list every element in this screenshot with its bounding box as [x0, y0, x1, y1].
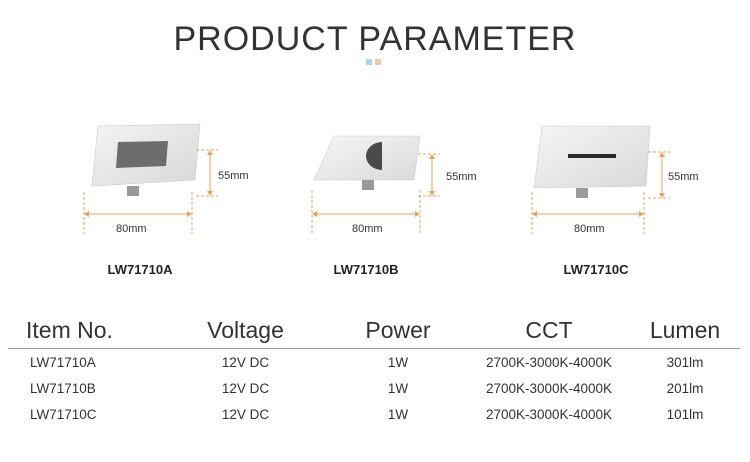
mount-bracket — [362, 180, 374, 190]
half-circle-cutout — [366, 142, 382, 170]
cell-voltage: 12V DC — [221, 354, 270, 370]
table-row: LW71710C 12V DC 1W 2700K-3000K-4000K 101… — [8, 401, 740, 427]
table-row: LW71710A 12V DC 1W 2700K-3000K-4000K 301… — [8, 349, 740, 375]
cell-power: 1W — [387, 406, 409, 422]
height-dimension-label: 55mm — [218, 170, 249, 182]
mount-bracket — [576, 188, 588, 198]
product-image-b: 55mm 80mm — [300, 110, 520, 280]
cell-power: 1W — [387, 354, 409, 370]
cell-voltage: 12V DC — [221, 406, 270, 422]
header-cct: CCT — [525, 317, 573, 343]
parameter-table: Item No. Voltage Power CCT Lumen LW71710… — [8, 306, 740, 427]
cell-item-no: LW71710A — [30, 354, 96, 370]
height-dimension-label: 55mm — [446, 171, 477, 183]
slot-cutout — [568, 154, 616, 158]
cell-cct: 2700K-3000K-4000K — [485, 380, 613, 396]
cell-cct: 2700K-3000K-4000K — [485, 354, 613, 370]
width-dimension-label: 80mm — [116, 223, 147, 235]
accent-dot-orange — [375, 59, 381, 65]
product-model-label: LW71710B — [333, 262, 399, 277]
table-row: LW71710B 12V DC 1W 2700K-3000K-4000K 201… — [8, 375, 740, 401]
header-power: Power — [365, 317, 431, 343]
mount-bracket — [127, 186, 139, 196]
table-header: Item No. Voltage Power CCT Lumen — [8, 306, 740, 349]
width-dimension-label: 80mm — [352, 223, 383, 235]
cell-lumen: 201lm — [666, 380, 704, 396]
width-dimension-label: 80mm — [574, 223, 605, 235]
header-item-no: Item No. — [26, 317, 113, 343]
cell-voltage: 12V DC — [221, 380, 270, 396]
cell-cct: 2700K-3000K-4000K — [485, 406, 613, 422]
cell-lumen: 301lm — [666, 354, 704, 370]
cell-lumen: 101lm — [666, 406, 704, 422]
product-image-c: 55mm 80mm — [520, 110, 740, 280]
header-voltage: Voltage — [207, 317, 284, 343]
title-accent-dots — [366, 59, 381, 65]
product-image-a: 55mm 80mm — [70, 110, 290, 280]
height-dimension-label: 55mm — [668, 171, 699, 183]
accent-dot-blue — [366, 59, 372, 65]
cell-item-no: LW71710C — [30, 406, 97, 422]
product-model-label: LW71710A — [107, 262, 173, 277]
header-lumen: Lumen — [649, 317, 721, 343]
square-cutout — [116, 141, 168, 168]
cell-power: 1W — [387, 380, 409, 396]
product-model-label: LW71710C — [563, 262, 629, 277]
page-title: PRODUCT PARAMETER — [173, 20, 577, 58]
cell-item-no: LW71710B — [30, 380, 96, 396]
